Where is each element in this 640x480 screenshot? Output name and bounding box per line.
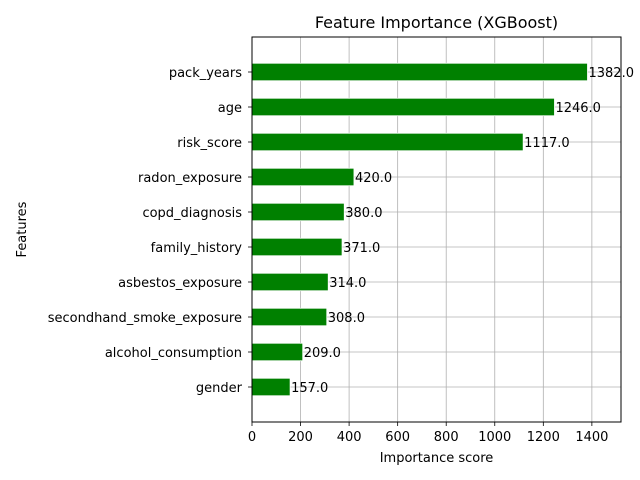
bar-value-label: 209.0 — [304, 346, 341, 361]
bar-secondhand-smoke-exposure — [251, 307, 328, 327]
bar-asbestos-exposure — [251, 272, 329, 292]
bar-radon-exposure — [251, 167, 355, 187]
axes-layer — [251, 36, 622, 423]
ticks-layer: 0 200 400 600 800 1000 1200 1400 — [248, 71, 608, 445]
y-axis-label: Features — [15, 201, 30, 257]
y-tick-label: pack_years — [169, 66, 242, 81]
x-tick-label: 800 — [434, 430, 459, 445]
y-tick-label: asbestos_exposure — [118, 276, 242, 291]
bar-alcohol-consumption — [251, 342, 304, 362]
bar-value-label: 420.0 — [355, 171, 392, 186]
y-tick-label: alcohol_consumption — [105, 346, 242, 361]
bar-value-label: 371.0 — [343, 241, 380, 256]
x-tick-label: 200 — [288, 430, 313, 445]
x-tick-label: 600 — [385, 430, 410, 445]
x-tick-label: 1200 — [527, 430, 560, 445]
bar-risk-score — [251, 132, 524, 152]
bar-value-label: 380.0 — [345, 206, 382, 221]
bar-value-label: 308.0 — [328, 311, 365, 326]
x-tick-label: 400 — [337, 430, 362, 445]
y-tick-label: age — [218, 101, 242, 116]
y-tick-label: copd_diagnosis — [142, 206, 242, 221]
plot-frame — [251, 36, 622, 423]
bar-copd-diagnosis — [251, 202, 345, 222]
y-tick-label: secondhand_smoke_exposure — [48, 311, 242, 326]
bar-age — [251, 97, 555, 117]
chart-title: Feature Importance (XGBoost) — [315, 13, 558, 32]
x-axis-label: Importance score — [380, 451, 494, 466]
x-tick-label: 1400 — [575, 430, 608, 445]
y-tick-label: family_history — [151, 241, 243, 256]
y-tick-label: gender — [196, 381, 243, 396]
bar-value-label: 314.0 — [329, 276, 366, 291]
x-tick-label: 1000 — [478, 430, 511, 445]
bar-value-label: 1117.0 — [524, 136, 570, 151]
x-tick-label: 0 — [248, 430, 256, 445]
labels-layer: pack_years 1382.0 age 1246.0 risk_score 1117.… — [48, 66, 634, 396]
bar-value-label: 1246.0 — [555, 101, 601, 116]
bar-pack-years — [251, 62, 588, 82]
bars-layer — [251, 62, 588, 397]
bar-gender — [251, 377, 291, 397]
y-tick-label: radon_exposure — [138, 171, 242, 186]
bar-value-label: 157.0 — [291, 381, 328, 396]
grid-layer — [251, 37, 621, 422]
bar-value-label: 1382.0 — [588, 66, 634, 81]
y-tick-label: risk_score — [177, 136, 242, 151]
bar-family-history — [251, 237, 343, 257]
